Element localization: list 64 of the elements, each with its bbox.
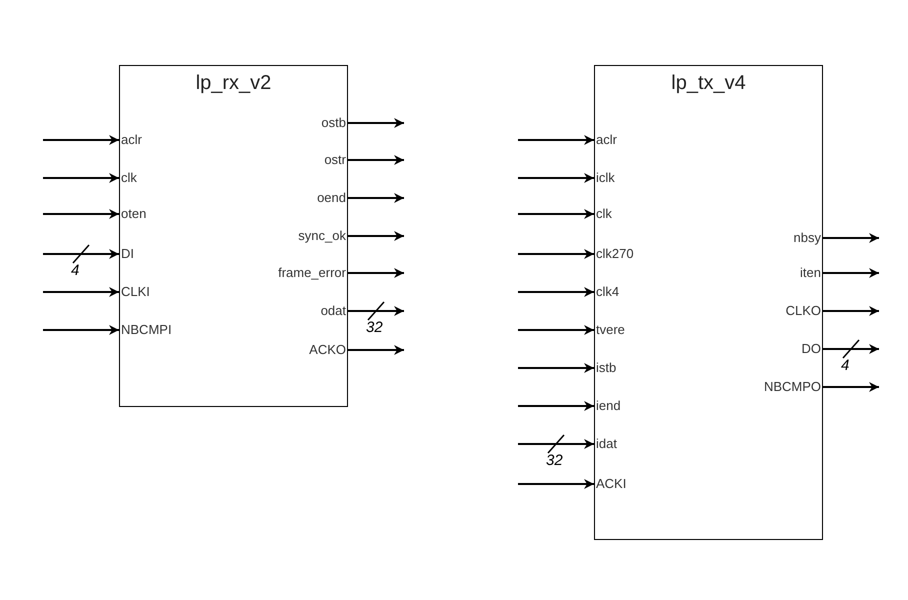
signal-arrow	[518, 287, 594, 297]
signal-arrow	[518, 439, 594, 449]
pin-label: sync_ok	[298, 228, 346, 244]
pin-label: NBCMPO	[764, 379, 821, 395]
module-block	[594, 65, 823, 540]
pin-label: nbsy	[794, 230, 821, 246]
pin-label: oten	[121, 206, 146, 222]
signal-arrow	[348, 118, 404, 128]
signal-arrow	[43, 325, 119, 335]
pin-label: clk270	[596, 246, 634, 262]
signal-arrow	[823, 344, 879, 354]
signal-arrow	[518, 209, 594, 219]
edge-label: 32	[366, 320, 383, 336]
signal-arrow	[348, 193, 404, 203]
pin-label: ACKO	[309, 342, 346, 358]
signal-arrow	[348, 345, 404, 355]
signal-arrow	[518, 363, 594, 373]
pin-label: iten	[800, 265, 821, 281]
signal-arrow	[518, 401, 594, 411]
edge-label: 4	[71, 263, 80, 279]
pin-label: ACKI	[596, 476, 626, 492]
signal-arrow	[43, 249, 119, 259]
pin-label: odat	[320, 303, 346, 319]
pin-label: ostb	[321, 115, 346, 131]
signal-arrow	[348, 306, 404, 316]
signal-arrow	[348, 231, 404, 241]
pin-label: istb	[596, 360, 616, 376]
signal-arrow	[43, 135, 119, 145]
pin-label: DI	[121, 246, 134, 262]
edge-label: 32	[546, 453, 563, 469]
pin-label: clk	[121, 170, 137, 186]
pin-label: NBCMPI	[121, 322, 172, 338]
block-title: lp_tx_v4	[670, 72, 747, 95]
signal-arrow	[823, 382, 879, 392]
pin-label: CLKI	[121, 284, 150, 300]
signal-arrow	[518, 249, 594, 259]
pin-label: clk	[596, 206, 612, 222]
pin-label: DO	[802, 341, 821, 357]
pin-label: tvere	[596, 322, 625, 338]
signal-arrow	[823, 268, 879, 278]
pin-label: aclr	[596, 132, 617, 148]
pin-label: oend	[317, 190, 346, 206]
edge-label: 4	[841, 358, 850, 374]
signal-arrow	[823, 306, 879, 316]
pin-label: ostr	[324, 152, 346, 168]
signal-arrow	[43, 173, 119, 183]
signal-arrow	[518, 173, 594, 183]
signal-arrow	[518, 479, 594, 489]
signal-arrow	[348, 155, 404, 165]
pin-label: clk4	[596, 284, 620, 300]
pin-label: frame_error	[278, 265, 346, 281]
pin-label: CLKO	[786, 303, 821, 319]
signal-arrow	[43, 209, 119, 219]
block-title: lp_rx_v2	[194, 72, 272, 95]
signal-arrow	[43, 287, 119, 297]
pin-label: aclr	[121, 132, 142, 148]
signal-arrow	[518, 135, 594, 145]
signal-arrow	[518, 325, 594, 335]
signal-arrow	[348, 268, 404, 278]
pin-label: idat	[596, 436, 617, 452]
pin-label: iend	[596, 398, 621, 414]
pin-label: iclk	[596, 170, 615, 186]
module-block	[119, 65, 348, 407]
signal-arrow	[823, 233, 879, 243]
